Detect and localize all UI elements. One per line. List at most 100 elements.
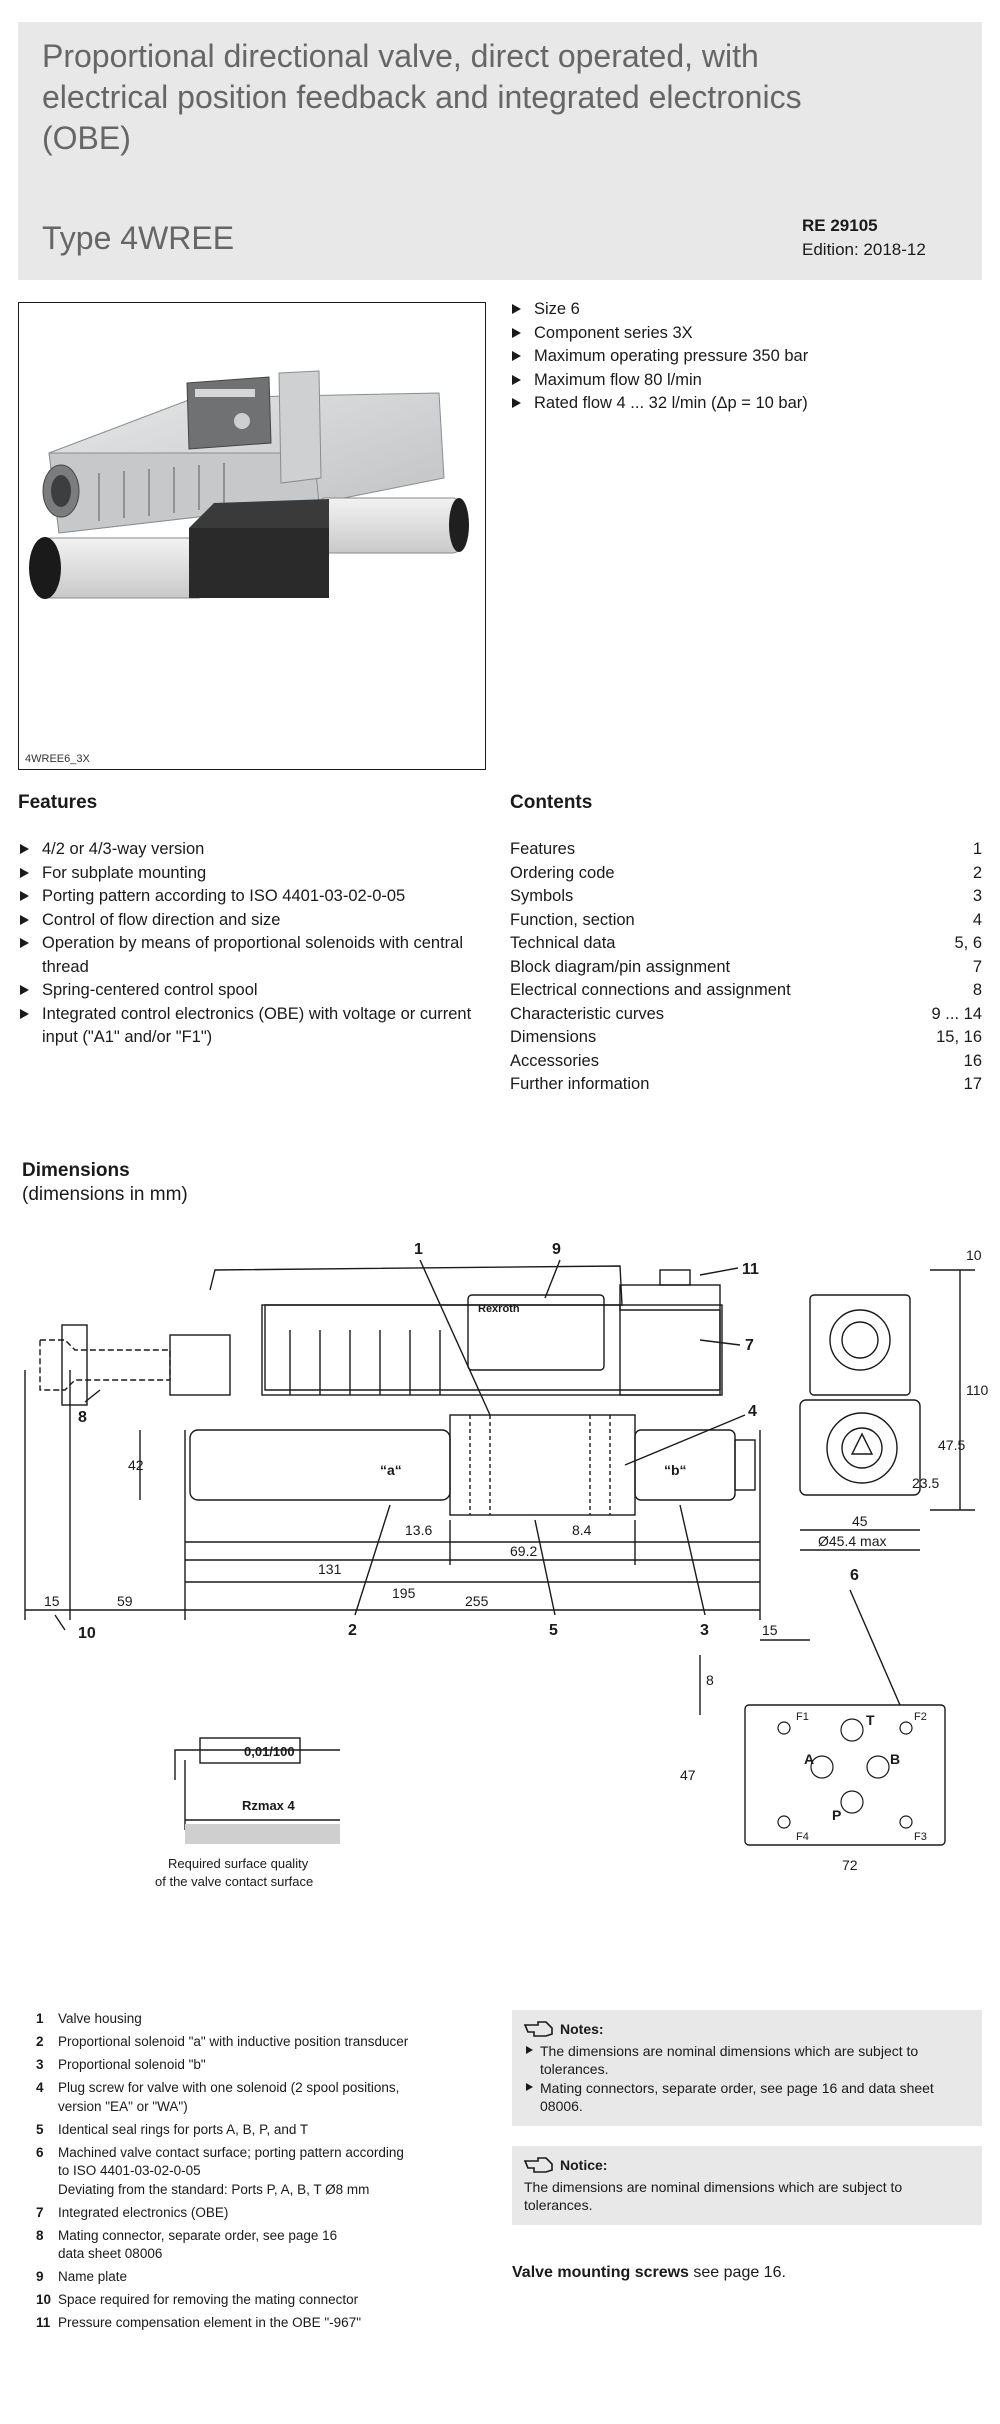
dim-23-5: 23.5 [912, 1475, 939, 1491]
port-p: P [832, 1807, 841, 1823]
document-title: Proportional directional valve, direct o… [42, 38, 802, 156]
roughness-value: Rzmax 4 [242, 1798, 296, 1813]
notice-text: The dimensions are nominal dimensions wh… [524, 2178, 903, 2214]
solenoid-a-label: “a“ [380, 1462, 402, 1478]
bullet-arrow-icon [20, 1008, 29, 1019]
port-a: A [804, 1751, 814, 1767]
callout-9: 9 [552, 1241, 561, 1258]
callout-6: 6 [850, 1567, 859, 1584]
notice-title: Notice: [560, 2157, 608, 2173]
dim-131: 131 [318, 1561, 342, 1577]
surface-caption-2: of the valve contact surface [155, 1874, 313, 1889]
dim-15: 15 [44, 1593, 60, 1609]
bullet-arrow-icon [512, 351, 521, 361]
feature-item: Spring-centered control spool [18, 979, 478, 1003]
header-banner: Proportional directional valve, direct o… [18, 22, 982, 280]
re-number: RE 29105 [802, 216, 878, 235]
notes-box: Notes: The dimensions are nominal dimens… [512, 2010, 982, 2126]
solenoid-b-label: “b“ [664, 1462, 687, 1478]
bullet-arrow-icon [512, 304, 521, 314]
bullet-arrow-icon [526, 2045, 533, 2054]
note-item: The dimensions are nominal dimensions wh… [524, 2042, 970, 2079]
port-b: B [890, 1751, 900, 1767]
flatness-value: 0,01/100 [244, 1744, 295, 1759]
dim-diameter-45-4: Ø45.4 max [818, 1533, 886, 1549]
feature-item: For subplate mounting [18, 862, 478, 886]
spec-item: Maximum flow 80 l/min [510, 369, 808, 393]
dim-13-6: 13.6 [405, 1522, 432, 1538]
port-t: T [866, 1712, 875, 1728]
dim-45: 45 [852, 1513, 868, 1529]
product-photo: 4WREE6_3X [18, 302, 486, 770]
mounting-rest: see page 16. [688, 2264, 786, 2281]
fixing-f4: F4 [796, 1831, 809, 1843]
feature-item: Integrated control electronics (OBE) wit… [18, 1003, 478, 1050]
valve-illustration [29, 370, 469, 599]
callout-1: 1 [414, 1241, 423, 1258]
callout-11: 11 [742, 1261, 759, 1278]
notice-box: Notice: The dimensions are nominal dimen… [512, 2146, 982, 2225]
edition: Edition: 2018-12 [802, 240, 926, 259]
bullet-arrow-icon [20, 914, 29, 925]
spec-item: Component series 3X [510, 322, 808, 346]
callout-10: 10 [78, 1625, 96, 1642]
dim-69-2: 69.2 [510, 1543, 537, 1559]
feature-item: 4/2 or 4/3-way version [18, 838, 478, 862]
contents-heading: Contents [510, 792, 593, 813]
features-list: 4/2 or 4/3-way version For subplate moun… [18, 838, 478, 1050]
callout-2: 2 [348, 1622, 357, 1639]
features-heading: Features [18, 792, 98, 813]
dim-255: 255 [465, 1593, 489, 1609]
pointing-hand-icon [524, 2157, 553, 2174]
fixing-f3: F3 [914, 1831, 927, 1843]
photo-caption: 4WREE6_3X [25, 753, 90, 765]
dim-47-5: 47.5 [938, 1437, 965, 1453]
bullet-arrow-icon [20, 985, 29, 995]
dim-195: 195 [392, 1585, 416, 1601]
callout-3: 3 [700, 1622, 709, 1639]
bullet-arrow-icon [512, 398, 521, 408]
mounting-screws-ref[interactable]: Valve mounting screws see page 16. [512, 2264, 786, 2282]
dim-8-4: 8.4 [572, 1522, 592, 1538]
nameplate-brand: Rexroth [478, 1303, 520, 1315]
callout-8: 8 [78, 1409, 87, 1426]
pointing-hand-icon [524, 2021, 553, 2038]
dimensions-heading: Dimensions [22, 1160, 130, 1181]
dim-plate-15: 15 [762, 1622, 778, 1638]
dim-42: 42 [128, 1457, 144, 1473]
fixing-f1: F1 [796, 1711, 809, 1723]
surface-caption-1: Required surface quality [168, 1856, 309, 1871]
feature-item: Porting pattern according to ISO 4401-03… [18, 885, 478, 909]
dim-10: 10 [966, 1247, 982, 1263]
spec-item: Rated flow 4 ... 32 l/min (Δp = 10 bar) [510, 392, 808, 416]
bullet-arrow-icon [20, 938, 29, 948]
dimensions-subtitle: (dimensions in mm) [22, 1184, 188, 1205]
key-specs: Size 6 Component series 3X Maximum opera… [510, 298, 808, 416]
bullet-arrow-icon [20, 867, 29, 878]
feature-item: Control of flow direction and size [18, 909, 478, 933]
callout-4: 4 [748, 1403, 757, 1420]
